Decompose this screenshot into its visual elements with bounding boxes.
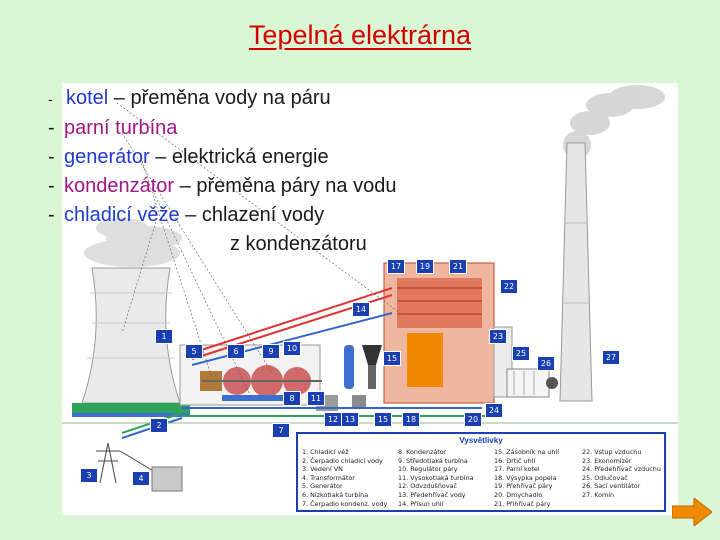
arrow-right-icon <box>671 496 713 528</box>
callout-13: 13 <box>341 412 359 427</box>
legend-item: 15. Zásobník na uhlí <box>494 448 559 456</box>
term-boiler: kotel <box>66 87 109 109</box>
legend-item: 23. Ekonomizér <box>582 456 632 465</box>
callout-6: 6 <box>227 344 245 359</box>
callout-18: 18 <box>402 412 420 427</box>
legend-item: 17. Parní kotel <box>494 465 540 474</box>
bullet-turbine: -parní turbína <box>48 117 178 139</box>
callout-14: 14 <box>352 302 370 317</box>
legend-item: 26. Sací ventilátor <box>582 482 641 491</box>
callout-20: 20 <box>464 412 482 427</box>
legend-item: 1. Chladicí věž <box>302 448 349 456</box>
callout-9: 9 <box>262 344 280 359</box>
bullet-leader-lines <box>116 102 401 400</box>
callout-21: 21 <box>449 259 467 274</box>
cooling-tower <box>72 267 190 417</box>
callout-8: 8 <box>283 391 301 406</box>
callout-4: 4 <box>132 471 150 486</box>
callout-16b: 15 <box>374 412 392 427</box>
legend-item: 5. Generátor <box>302 482 343 491</box>
slide-title: Tepelná elektrárna <box>248 20 472 50</box>
legend-item: 7. Čerpadlo kondenz. vody <box>302 499 388 508</box>
callout-7: 7 <box>272 423 290 438</box>
legend-item: 25. Odlučovač <box>582 473 628 482</box>
cooling-tower-steam <box>84 218 182 267</box>
legend-item: 24. Předehřívač vzduchu <box>582 465 661 474</box>
bullet-generator: -generátor – elektrická energie <box>48 146 329 168</box>
callout-19: 19 <box>416 259 434 274</box>
legend-item: 12. Odvzdušňovač <box>398 482 458 491</box>
callout-15: 15 <box>383 351 401 366</box>
bullet-cooling-continued: z kondenzátoru <box>230 233 367 255</box>
legend-item: 4. Transformátor <box>302 473 355 482</box>
bullet-list: -kotel – přeměna vody na páru -parní tur… <box>48 84 488 259</box>
chimney <box>559 142 593 402</box>
legend-item: 10. Regulátor páry <box>398 465 458 474</box>
legend-item: 18. Výsypka popela <box>494 473 557 482</box>
legend-item: 11. Vysokotlaká turbína <box>398 473 474 482</box>
legend-column-4: 22. Vstup vzduchu 23. Ekonomizér 24. Pře… <box>582 448 661 500</box>
legend-column-2: 8. Kondenzátor 9. Středotlaká turbína 10… <box>398 448 474 508</box>
steam-pipes <box>121 287 487 439</box>
callout-24: 24 <box>485 403 503 418</box>
callout-11: 11 <box>307 391 325 406</box>
callout-10: 10 <box>283 341 301 356</box>
callout-25: 25 <box>512 346 530 361</box>
transformer <box>151 466 183 492</box>
term-condenser: kondenzátor <box>64 175 175 197</box>
chimney-smoke <box>563 85 665 159</box>
callout-2: 2 <box>150 418 168 433</box>
boiler-house <box>383 262 495 404</box>
callout-23: 23 <box>489 329 507 344</box>
legend-item: 13. Předehřívač vody <box>398 490 466 499</box>
callout-5: 5 <box>185 344 203 359</box>
legend-item: 2. Čerpadlo chladicí vody <box>302 456 383 465</box>
callout-17: 17 <box>387 259 405 274</box>
term-turbine: parní turbína <box>64 117 178 139</box>
power-line-tower <box>96 442 161 484</box>
callout-3: 3 <box>80 468 98 483</box>
legend-item: 8. Kondenzátor <box>398 448 447 456</box>
legend-item: 21. Přihřívač páry <box>494 499 551 508</box>
legend-item: 9. Středotlaká turbína <box>398 456 468 465</box>
legend-item: 3. Vedení VN <box>302 465 343 474</box>
legend-column-3: 15. Zásobník na uhlí 16. Drtič uhlí 17. … <box>494 448 559 508</box>
legend-column-1: 1. Chladicí věž 2. Čerpadlo chladicí vod… <box>302 448 387 508</box>
electrostatic-precipitator <box>506 368 558 398</box>
callout-26: 26 <box>537 356 555 371</box>
legend-item: 16. Drtič uhlí <box>494 456 536 465</box>
legend-title: Vysvětlivky <box>459 436 503 445</box>
term-generator: generátor <box>64 146 150 168</box>
bullet-cooling-towers: -chladicí věže – chlazení vody <box>48 204 325 226</box>
legend-item: 27. Komín <box>582 490 615 499</box>
legend-item: 14. Přísun uhlí <box>398 499 444 508</box>
diagram-legend: Vysvětlivky 1. Chladicí věž 2. Čerpadlo … <box>296 432 666 512</box>
legend-item: 22. Vstup vzduchu <box>582 448 642 456</box>
legend-item: 19. Přehřívač páry <box>494 482 553 491</box>
legend-item: 20. Dmychadlo <box>494 490 543 499</box>
term-cooling-towers: chladicí věže <box>64 204 180 226</box>
bullet-boiler: -kotel – přeměna vody na páru <box>48 87 331 109</box>
bullet-condenser: -kondenzátor – přeměna páry na vodu <box>48 175 397 197</box>
callout-22: 22 <box>500 279 518 294</box>
next-slide-button[interactable] <box>671 496 713 528</box>
legend-item: 6. Nízkotlaká turbína <box>302 490 369 499</box>
callout-27: 27 <box>602 350 620 365</box>
coal-hopper <box>352 345 382 407</box>
power-plant-illustration <box>62 85 678 492</box>
callout-12: 12 <box>324 412 342 427</box>
callout-1: 1 <box>155 329 173 344</box>
